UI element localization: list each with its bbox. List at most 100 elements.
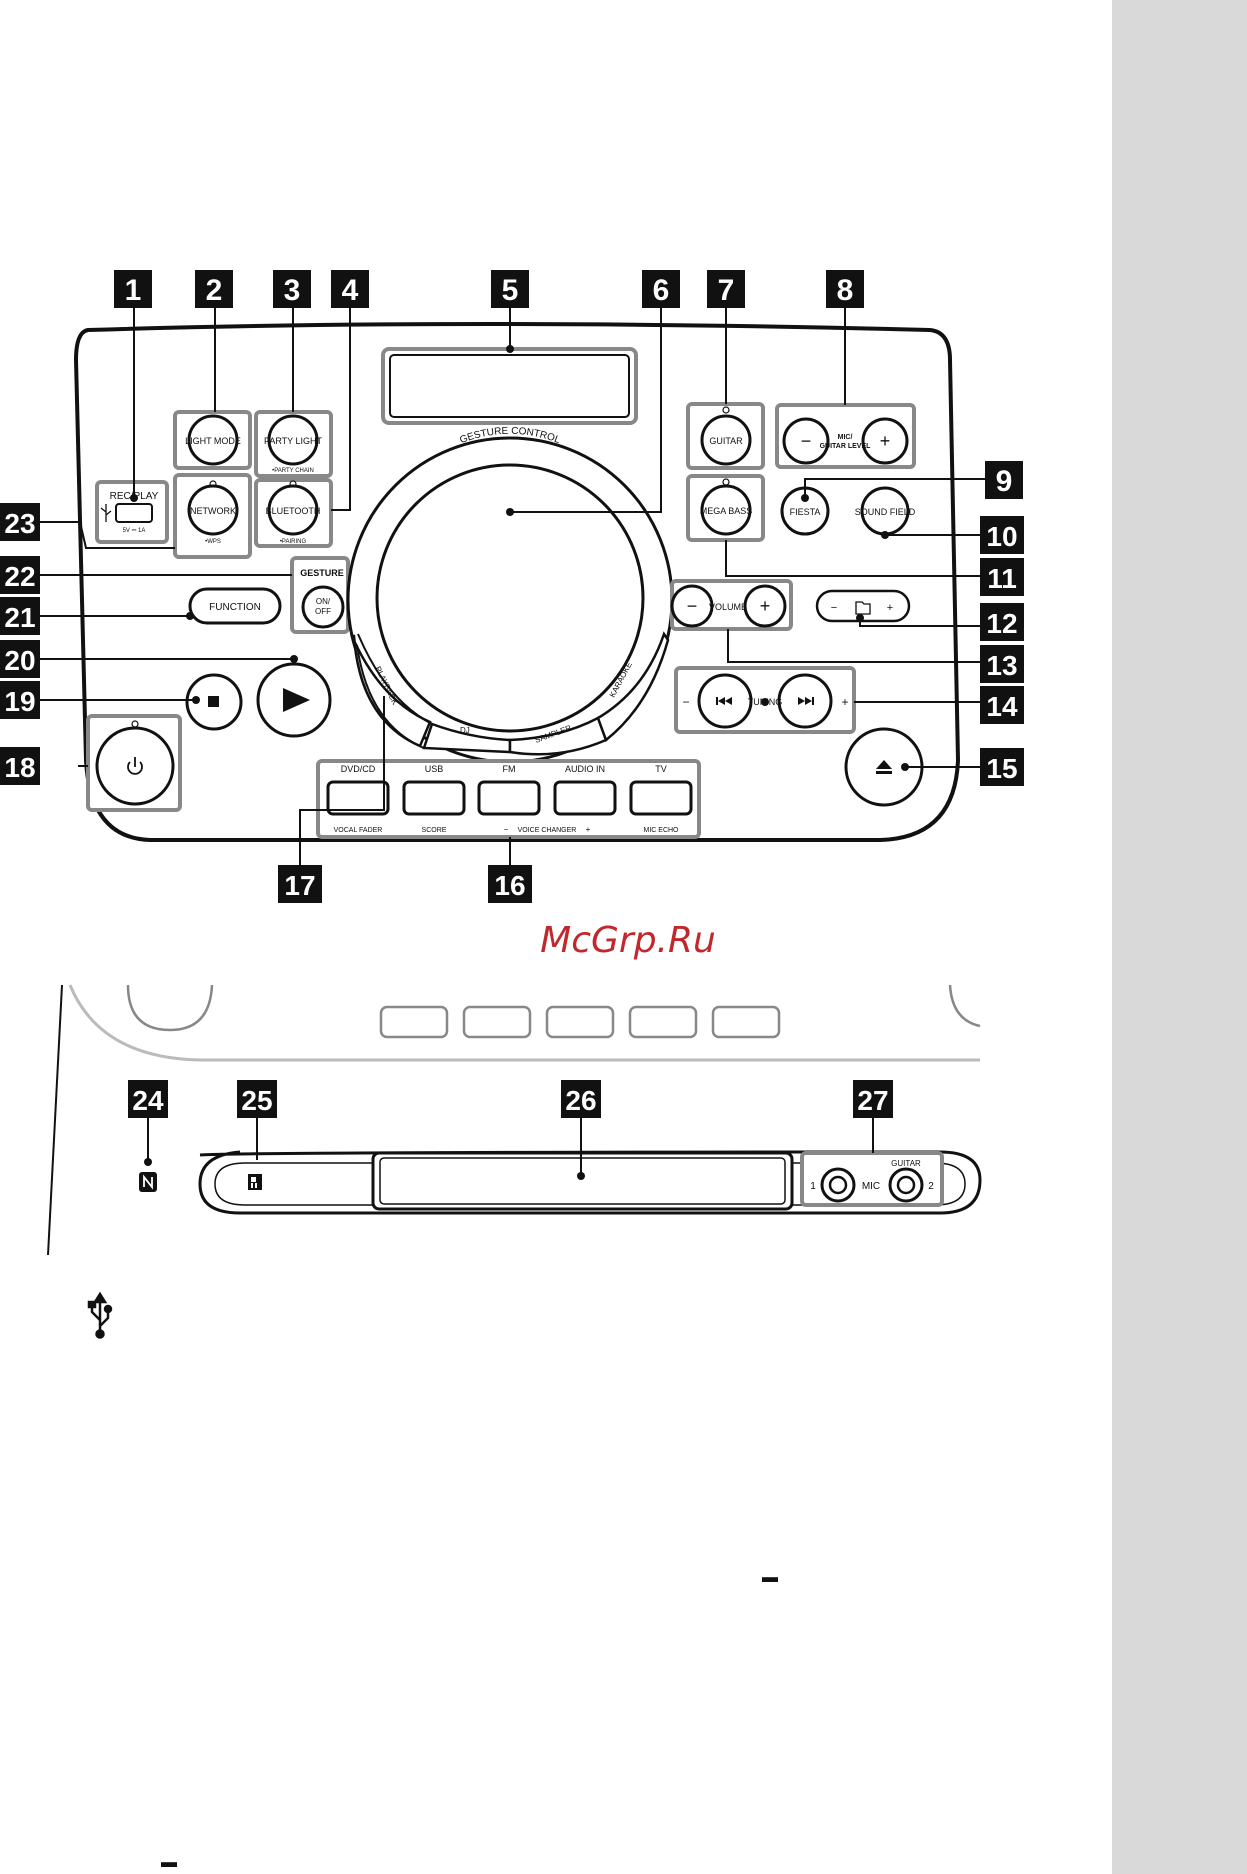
callout-4: 4 <box>331 270 369 308</box>
wps-label: •WPS <box>205 539 221 545</box>
karaoke-mode-button[interactable] <box>596 631 670 743</box>
tuning-minus-label: − <box>682 695 689 709</box>
jack-2-label: 2 <box>928 1181 934 1192</box>
mic-level-plus-label: + <box>880 431 891 451</box>
function-label: FUNCTION <box>209 602 261 613</box>
network-label: NETWORK <box>190 506 236 516</box>
callout-13: 13 <box>980 645 1024 683</box>
mic-level-plus-button[interactable] <box>861 417 909 465</box>
svg-text:14: 14 <box>986 691 1018 722</box>
mic-level-minus-label: − <box>801 431 812 451</box>
disc-slot[interactable] <box>371 1151 794 1211</box>
light-mode-button[interactable] <box>187 414 239 466</box>
svg-text:13: 13 <box>986 650 1017 681</box>
fm-button[interactable] <box>477 780 541 816</box>
volume-plus-button[interactable] <box>743 584 787 628</box>
audio-in-button[interactable] <box>553 780 617 816</box>
bluetooth-button[interactable] <box>267 484 319 536</box>
fiesta-label: FIESTA <box>790 507 821 517</box>
mic-level-label-2: GUITAR LEVEL <box>820 443 872 450</box>
usb-small-icon <box>100 504 112 522</box>
svg-text:10: 10 <box>986 521 1017 552</box>
power-icon <box>127 757 143 775</box>
source-button-audio-in: AUDIO IN <box>553 764 617 816</box>
voice-changer-minus: − <box>504 825 509 834</box>
folder-minus-label: − <box>831 602 837 614</box>
function-button[interactable] <box>188 587 282 625</box>
dj-label: DJ <box>460 726 470 735</box>
mega-bass-label: MEGA BASS <box>700 506 753 516</box>
gesture-control-sensor[interactable] <box>375 463 645 733</box>
mic-level-label-1: MIC/ <box>838 434 853 441</box>
unit-diagram: REC/PLAY 5V ⎓ 1A LIGHT MODE PARTY LIGHT … <box>0 270 1024 1871</box>
svg-text:21: 21 <box>4 602 35 633</box>
guitar-jack-label: GUITAR <box>891 1159 921 1168</box>
page-side-strip <box>1112 0 1247 1874</box>
gesture-on-off-button[interactable] <box>301 585 345 629</box>
svg-text:7: 7 <box>718 274 735 307</box>
callout-18: 18 <box>0 747 40 785</box>
source-button-usb: USB SCORE <box>402 764 466 834</box>
volume-minus-label: − <box>687 596 698 616</box>
usb-rating: 5V ⎓ 1A <box>123 528 146 534</box>
source-bottom-label: SCORE <box>422 827 447 834</box>
front-panel <box>47 984 982 1256</box>
source-button-tv: TV MIC ECHO <box>629 764 693 834</box>
usb-port[interactable] <box>115 503 153 523</box>
source-top-label: TV <box>655 764 667 774</box>
front-callout-lines <box>147 1118 874 1176</box>
volume-minus-button[interactable] <box>670 584 714 628</box>
callout-23: 23 <box>0 503 40 541</box>
voice-changer-label: VOICE CHANGER <box>518 827 577 834</box>
callout-20: 20 <box>0 640 40 678</box>
dvd-cd-button[interactable] <box>326 780 390 816</box>
party-light-label: PARTY LIGHT <box>264 436 323 446</box>
svg-text:23: 23 <box>4 508 35 539</box>
nfc-icon <box>139 1172 157 1192</box>
network-button[interactable] <box>187 484 239 536</box>
svg-text:11: 11 <box>987 563 1017 594</box>
svg-text:17: 17 <box>284 870 315 901</box>
svg-text:1: 1 <box>125 274 142 307</box>
mic-jack-label: MIC <box>862 1181 880 1192</box>
watermark-text: McGrp.Ru <box>540 920 716 961</box>
svg-text:27: 27 <box>857 1085 888 1116</box>
guitar-button[interactable] <box>700 414 752 466</box>
source-button-dvd-cd: DVD/CD VOCAL FADER <box>326 764 390 834</box>
source-bottom-label: VOCAL FADER <box>334 827 383 834</box>
source-button-fm: FM <box>477 764 541 816</box>
callout-11: 11 <box>980 558 1024 596</box>
mic-level-minus-button[interactable] <box>782 417 830 465</box>
svg-text:20: 20 <box>4 645 35 676</box>
svg-text:12: 12 <box>986 608 1017 639</box>
gesture-label: GESTURE <box>300 568 344 578</box>
callout-10: 10 <box>980 516 1024 554</box>
folder-plus-label: + <box>887 602 893 614</box>
mega-bass-indicator <box>722 478 730 486</box>
source-top-label: DVD/CD <box>341 764 376 774</box>
svg-text:2: 2 <box>206 274 223 307</box>
voice-changer-plus: + <box>586 825 591 834</box>
mega-bass-button[interactable] <box>700 484 752 536</box>
party-chain-label: •PARTY CHAIN <box>272 468 314 474</box>
callout-3: 3 <box>273 270 311 308</box>
svg-text:4: 4 <box>342 274 359 307</box>
tv-button[interactable] <box>629 780 693 816</box>
svg-text:16: 16 <box>494 870 525 901</box>
callout-25: 25 <box>237 1080 277 1118</box>
callout-16: 16 <box>488 865 532 903</box>
usb-button[interactable] <box>402 780 466 816</box>
svg-text:24: 24 <box>132 1085 164 1116</box>
svg-text:15: 15 <box>986 753 1017 784</box>
power-indicator <box>131 720 139 728</box>
usb-icon <box>87 1291 113 1339</box>
on-off-label-1: ON/ <box>316 597 331 606</box>
svg-text:6: 6 <box>653 274 670 307</box>
callout-8: 8 <box>826 270 864 308</box>
party-light-button[interactable] <box>267 414 319 466</box>
callout-dots <box>130 345 909 771</box>
callout-9: 9 <box>985 461 1023 499</box>
source-bottom-label: MIC ECHO <box>644 827 680 834</box>
svg-text:22: 22 <box>4 561 35 592</box>
volume-plus-label: + <box>760 596 771 616</box>
